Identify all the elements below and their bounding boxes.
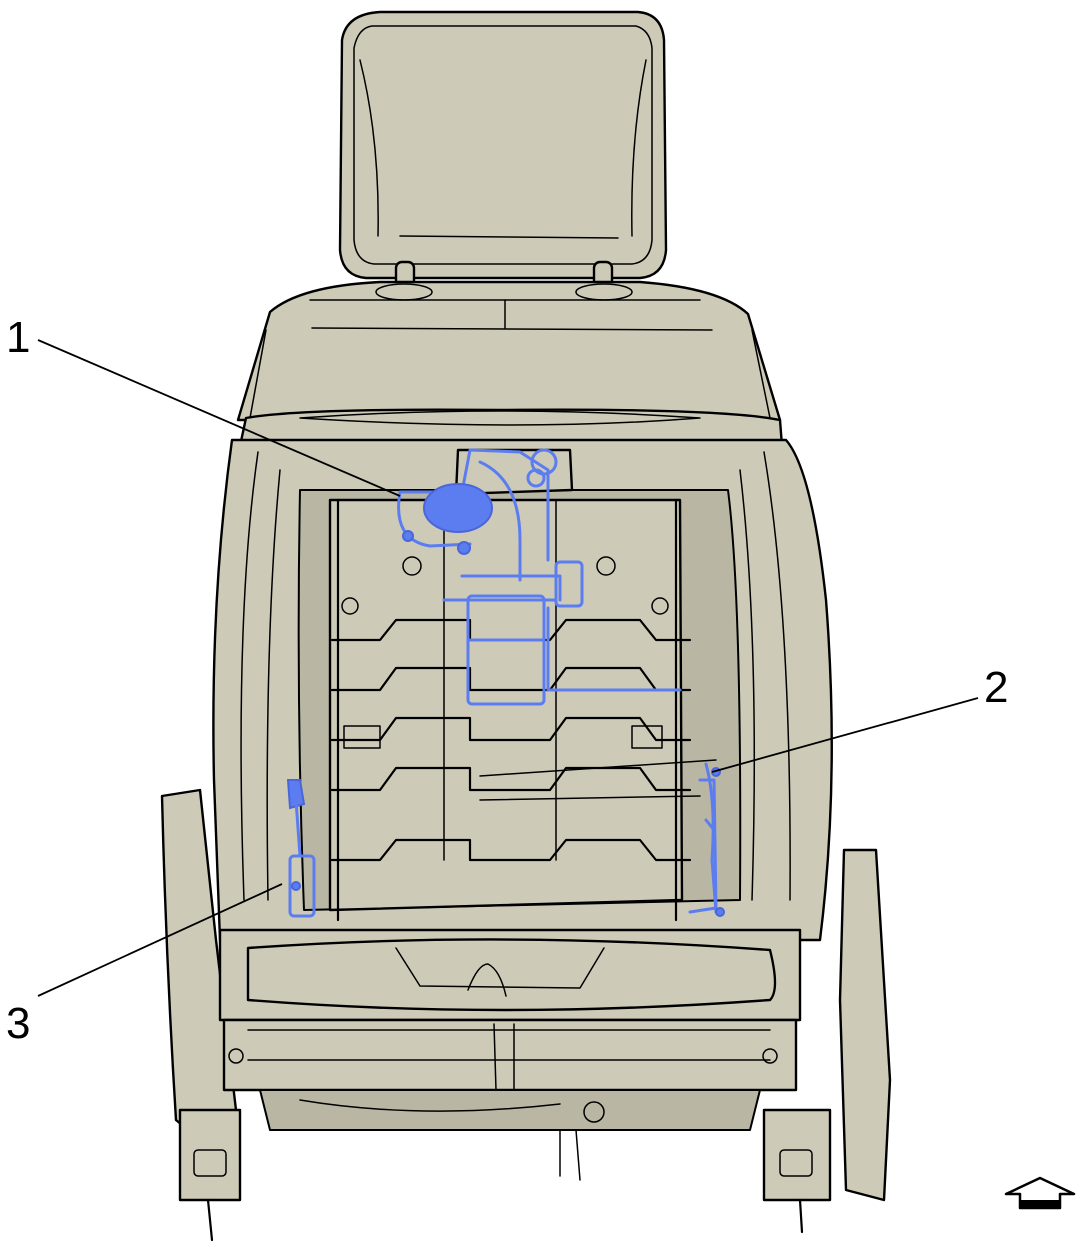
callout-label-2: 2 <box>984 663 1008 712</box>
component-3-highlight <box>286 779 316 918</box>
headrest <box>338 10 668 290</box>
component-1-highlight <box>397 448 682 706</box>
seat-lower-frame <box>160 788 892 1242</box>
seatback-upper <box>236 280 784 448</box>
component-2-highlight <box>688 762 725 917</box>
callout-leaders <box>37 339 979 997</box>
spring-wires <box>330 498 717 922</box>
forward-arrow-icon <box>1004 1176 1076 1210</box>
callout-label-1: 1 <box>6 313 30 362</box>
callout-label-3: 3 <box>6 999 30 1048</box>
